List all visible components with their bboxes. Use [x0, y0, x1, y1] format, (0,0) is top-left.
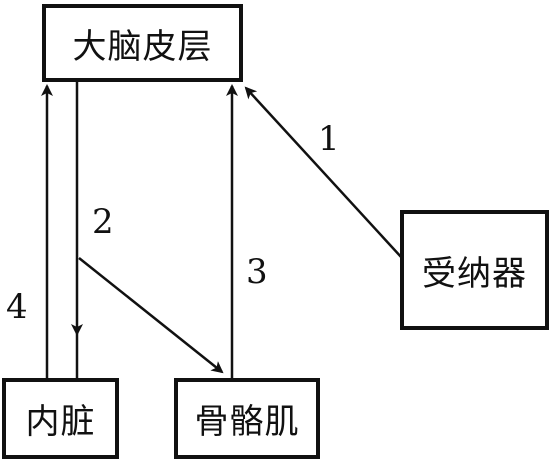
viscera-node: 内脏 [2, 378, 119, 459]
cortex-label: 大脑皮层 [72, 26, 213, 67]
pathway-label-4: 4 [6, 287, 28, 327]
skeletal-muscle-node: 骨骼肌 [174, 378, 320, 459]
pathway-label-3: 3 [246, 252, 268, 292]
skeletal-muscle-label: 骨骼肌 [194, 402, 300, 442]
pathway-label-1: 1 [318, 119, 340, 159]
receptor-label: 受纳器 [422, 253, 527, 294]
receptor-node: 受纳器 [400, 210, 549, 330]
cortex-node: 大脑皮层 [42, 4, 243, 82]
viscera-label: 内脏 [25, 402, 96, 442]
arrow-1-receptor-to-cortex [244, 86, 403, 259]
arrow-2-branch-to-muscle [78, 257, 224, 374]
pathway-label-2: 2 [92, 202, 114, 242]
